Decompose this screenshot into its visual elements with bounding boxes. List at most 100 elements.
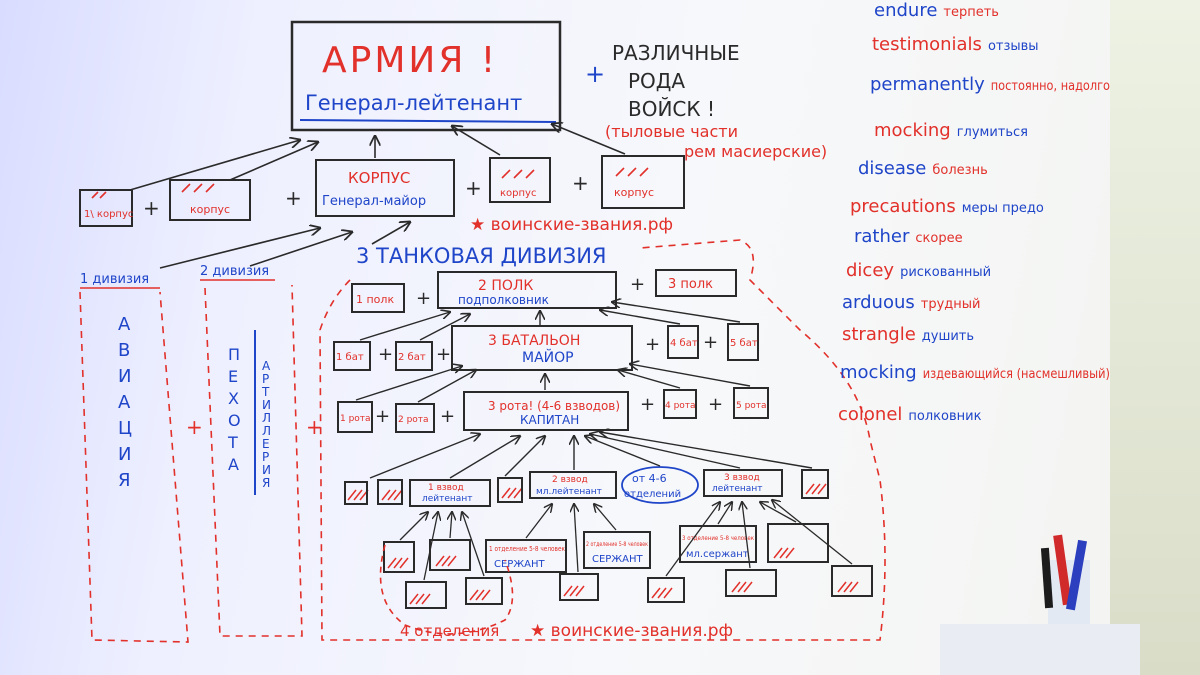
infantry-letter: Е xyxy=(228,367,238,386)
aviation-letter: В xyxy=(118,340,130,361)
svg-text:+: + xyxy=(572,171,589,195)
vocab-russian: издевающийся (насмешливый) xyxy=(923,367,1110,382)
company-1-label: 1 рота xyxy=(340,414,371,424)
army-box xyxy=(290,20,562,132)
regiment-3-label: 3 полк xyxy=(668,277,713,292)
vocab-english: arduous xyxy=(842,292,915,313)
platoon-note-from2: отделений xyxy=(624,489,681,500)
vocab-russian: рискованный xyxy=(900,265,991,280)
artillery-letter: И xyxy=(262,463,271,477)
svg-text:+: + xyxy=(375,406,390,427)
vocab-russian: скорее xyxy=(915,231,962,246)
svg-text:+: + xyxy=(465,176,482,200)
corps-box-main xyxy=(315,159,455,217)
division-2-label: 2 дивизия xyxy=(200,264,269,279)
squad-box-3 xyxy=(679,525,757,563)
vocab-russian: глумиться xyxy=(957,125,1028,140)
svg-text:+: + xyxy=(416,288,431,309)
vocab-russian: отзывы xyxy=(988,39,1039,54)
company-3-rank: КАПИТАН xyxy=(520,413,579,427)
platoon-box-2 xyxy=(529,471,617,499)
vocab-english: strangle xyxy=(842,324,916,345)
vocab-english: mocking xyxy=(840,362,917,383)
platoon-box-1 xyxy=(409,479,491,507)
battalion-4-label: 4 бат xyxy=(670,338,698,349)
platoon-note-ellipse xyxy=(621,466,699,504)
top-plus: + xyxy=(585,60,605,88)
corps-box-left2 xyxy=(169,179,251,221)
aviation-letter: Я xyxy=(118,470,131,491)
wall xyxy=(1110,0,1200,675)
svg-text:+: + xyxy=(645,334,660,355)
vocab-english: rather xyxy=(854,226,910,247)
aviation-letter: И xyxy=(118,366,131,387)
svg-text:+: + xyxy=(186,415,203,439)
platoon-2-rank: мл.лейтенант xyxy=(536,487,602,497)
corps-right1-label: корпус xyxy=(500,188,536,199)
regiment-box-1 xyxy=(351,283,405,313)
svg-text:+: + xyxy=(285,186,302,210)
company-5-label: 5 рота xyxy=(736,401,767,411)
infantry-letter: О xyxy=(228,411,241,430)
svg-text:+: + xyxy=(143,196,160,220)
svg-text:+: + xyxy=(436,344,451,365)
artillery-letter: Е xyxy=(262,437,270,451)
vocab-english: dicey xyxy=(846,260,894,281)
vocab-entry: rather скорее xyxy=(854,226,963,247)
svg-text:+: + xyxy=(378,344,393,365)
company-box-5 xyxy=(733,387,769,419)
platoon-1-rank: лейтенант xyxy=(422,494,472,504)
company-box-4 xyxy=(663,389,697,419)
vocab-entry: mocking глумиться xyxy=(874,120,1028,141)
platoon-2-label: 2 взвод xyxy=(552,475,588,485)
vocab-english: endure xyxy=(874,0,937,21)
vocab-english: testimonials xyxy=(872,34,982,55)
infantry-letter: А xyxy=(228,455,239,474)
corps-right2-label: корпус xyxy=(614,186,654,199)
company-3-label: 3 рота! (4-6 взводов) xyxy=(488,399,620,413)
company-4-label: 4 рота xyxy=(665,401,696,411)
svg-text:+: + xyxy=(640,394,655,415)
company-box-1 xyxy=(337,401,373,433)
aviation-letter: Ц xyxy=(118,418,132,439)
artillery-letter: А xyxy=(262,359,271,373)
svg-text:+: + xyxy=(440,406,455,427)
company-box-3 xyxy=(463,391,629,431)
squad-1-label: 1 отделение 5-8 человек xyxy=(489,545,565,553)
various-line-3: ВОЙСК ! xyxy=(628,97,715,121)
corps-box-right2 xyxy=(601,155,685,209)
battalion-2-label: 2 бат xyxy=(398,352,426,363)
squad-3-label: 3 отделение 5-8 человек xyxy=(682,534,754,542)
corps-main-title: КОРПУС xyxy=(348,169,410,187)
vocab-english: mocking xyxy=(874,120,951,141)
vocab-english: colonel xyxy=(838,404,902,425)
svg-text:+: + xyxy=(306,415,323,439)
corps-main-rank: Генерал-майор xyxy=(322,194,426,209)
battalion-box-2 xyxy=(395,341,433,371)
vocab-entry: testimonials отзывы xyxy=(872,34,1039,55)
regiment-1-label: 1 полк xyxy=(356,293,394,306)
site-mark-top: ★ воинские-звания.рф xyxy=(470,215,673,235)
artillery-letter: Т xyxy=(261,385,270,399)
battalion-box-3 xyxy=(451,325,633,371)
infantry-letter: П xyxy=(228,345,240,364)
artillery-letter: И xyxy=(262,398,271,412)
svg-text:+: + xyxy=(630,274,645,295)
army-rank-underline xyxy=(299,119,557,123)
vocab-russian: постоянно, надолго xyxy=(991,79,1110,94)
aviation-letter: А xyxy=(118,314,131,335)
company-2-label: 2 рота xyxy=(398,415,429,425)
platoon-3-rank: лейтенант xyxy=(712,484,762,494)
vocab-russian: полковник xyxy=(908,409,981,424)
regiment-2-label: 2 ПОЛК xyxy=(478,278,533,294)
artillery-letter: Р xyxy=(262,372,269,386)
platoon-3-label: 3 взвод xyxy=(724,473,760,483)
vocab-russian: меры предо xyxy=(962,201,1044,216)
